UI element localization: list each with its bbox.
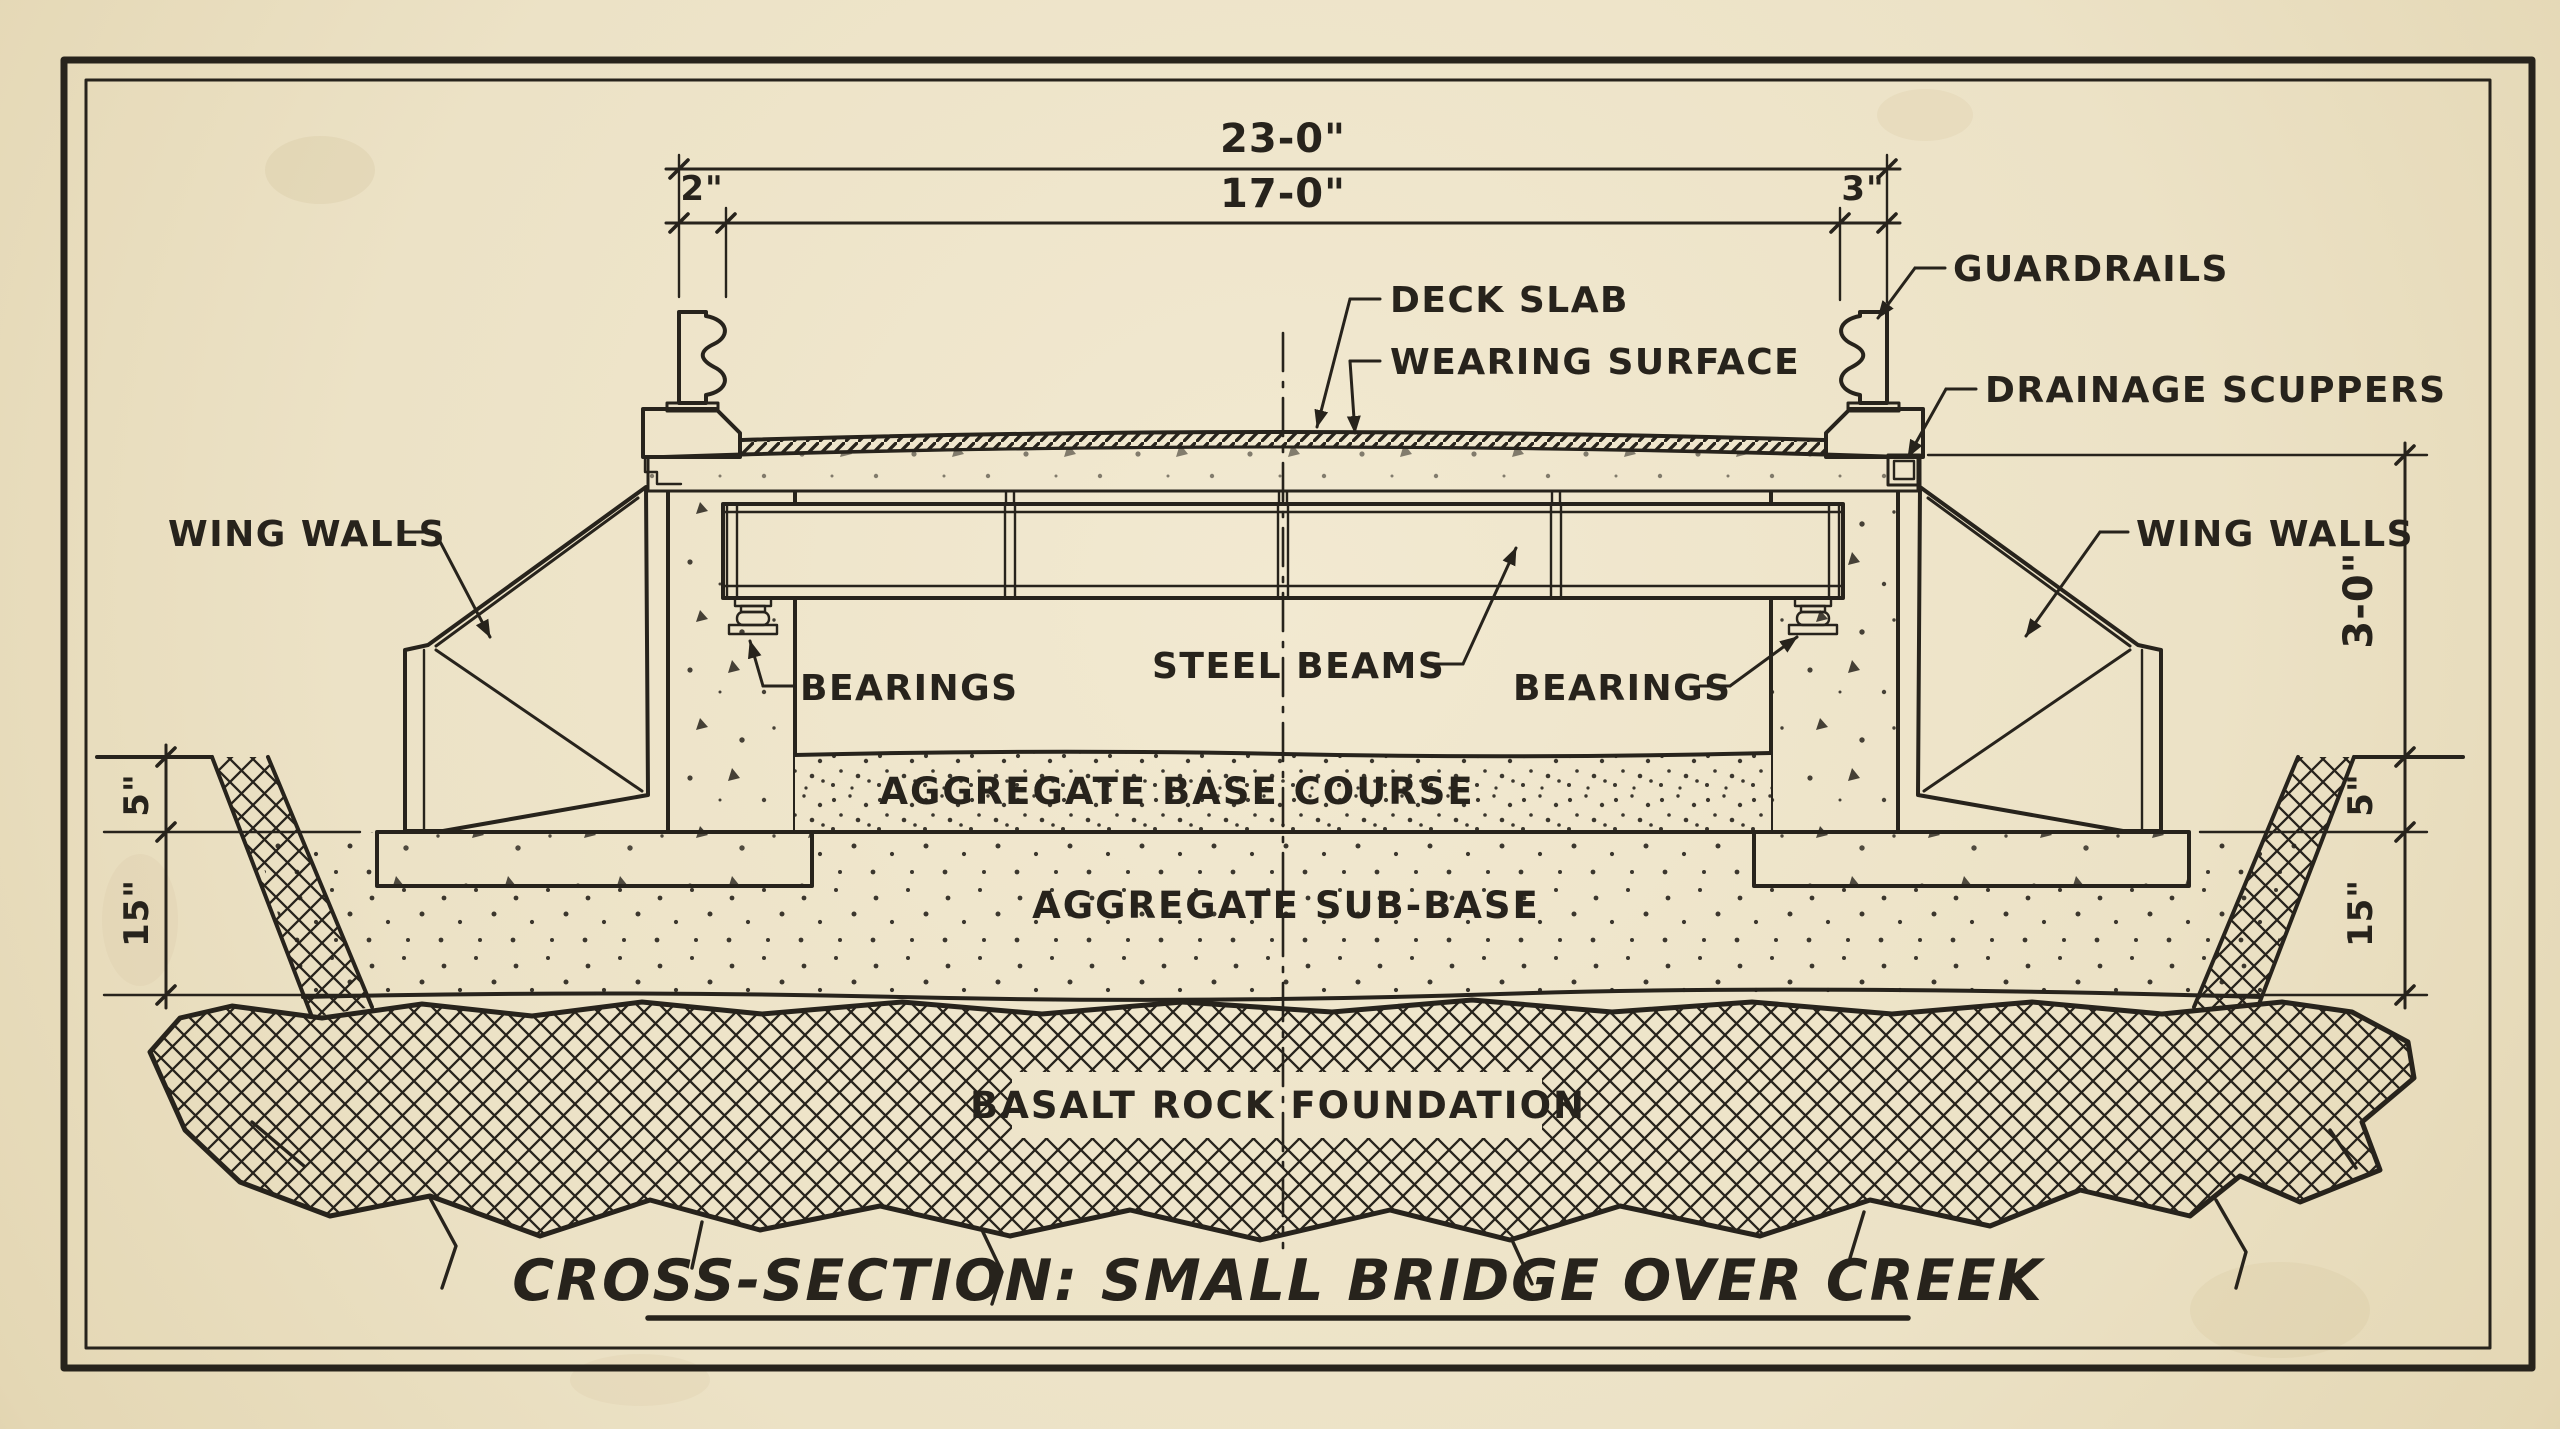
wing-wall-right — [1916, 485, 2163, 833]
label-steel-beams: STEEL BEAMS — [1152, 646, 1445, 687]
leader-drainage-scuppers — [1906, 387, 1948, 459]
drawing-title: CROSS-SECTION: SMALL BRIDGE OVER CREEK — [512, 1248, 2045, 1314]
curb-left — [641, 407, 742, 459]
beam-stiffeners — [725, 489, 1841, 600]
dim-sub-base-left: 15" — [117, 879, 157, 947]
label-guardrails: GUARDRAILS — [1953, 249, 2229, 290]
leader-deck-slab — [1314, 297, 1352, 429]
bearing-left — [727, 596, 779, 636]
dimension-ticks — [155, 158, 2416, 1006]
basalt-label-box — [1012, 1072, 1542, 1138]
leader-wing-walls-left — [433, 530, 492, 639]
annotation-text: 23-0" 17-0" 2" 3" 3-0" 5" 15" 5" 15" GUA… — [117, 116, 2447, 1127]
inner-border — [84, 78, 2492, 1350]
leader-wearing-surface — [1346, 359, 1361, 435]
dim-sub-base-right: 15" — [2341, 879, 2381, 947]
wing-wall-left — [403, 485, 650, 833]
label-aggregate-sub-base: AGGREGATE SUB-BASE — [1032, 884, 1540, 927]
creek-bank-left — [210, 755, 374, 1019]
leader-guardrails — [1876, 266, 1917, 320]
label-bearings-left: BEARINGS — [800, 668, 1019, 709]
leader-wing-walls-right — [2024, 530, 2102, 638]
label-drainage-scuppers: DRAINAGE SCUPPERS — [1985, 370, 2447, 411]
creek-bank-right — [2192, 755, 2356, 1019]
label-aggregate-base-course: AGGREGATE BASE COURSE — [879, 770, 1474, 813]
label-bearings-right: BEARINGS — [1513, 668, 1732, 709]
border-frame — [60, 56, 2536, 1372]
dim-base-course-left: 5" — [117, 773, 157, 816]
leader-bearings-right — [1728, 635, 1799, 688]
leader-bearings-left — [747, 639, 765, 688]
label-wing-walls-left: WING WALLS — [168, 514, 446, 555]
deck-joint-detail-left — [643, 455, 683, 486]
label-wing-walls-right: WING WALLS — [2136, 514, 2414, 555]
leader-lines — [403, 266, 2130, 688]
dim-roadway-width: 17-0" — [1220, 171, 1346, 217]
dim-superstructure-depth: 3-0" — [2336, 551, 2382, 648]
footing-left — [375, 830, 814, 888]
guardrail-left — [665, 310, 727, 413]
label-deck-slab: DECK SLAB — [1390, 280, 1629, 321]
dim-base-course-right: 5" — [2341, 773, 2381, 816]
dim-left-offset: 2" — [680, 169, 723, 209]
label-wearing-surface: WEARING SURFACE — [1390, 342, 1800, 383]
bearing-right — [1787, 596, 1839, 636]
footing-right — [1752, 830, 2191, 888]
guardrail-right — [1839, 310, 1901, 413]
curb-right — [1824, 407, 1925, 459]
leader-steel-beams — [1461, 546, 1518, 666]
label-basalt-rock-foundation: BASALT ROCK FOUNDATION — [970, 1084, 1586, 1127]
dim-right-offset: 3" — [1841, 169, 1884, 209]
title-block: CROSS-SECTION: SMALL BRIDGE OVER CREEK — [512, 1248, 2045, 1321]
outer-border — [60, 56, 2536, 1372]
dimension-lines — [102, 153, 2429, 1010]
dim-overall-width: 23-0" — [1220, 116, 1346, 162]
rock-cracks — [250, 1120, 2358, 1306]
